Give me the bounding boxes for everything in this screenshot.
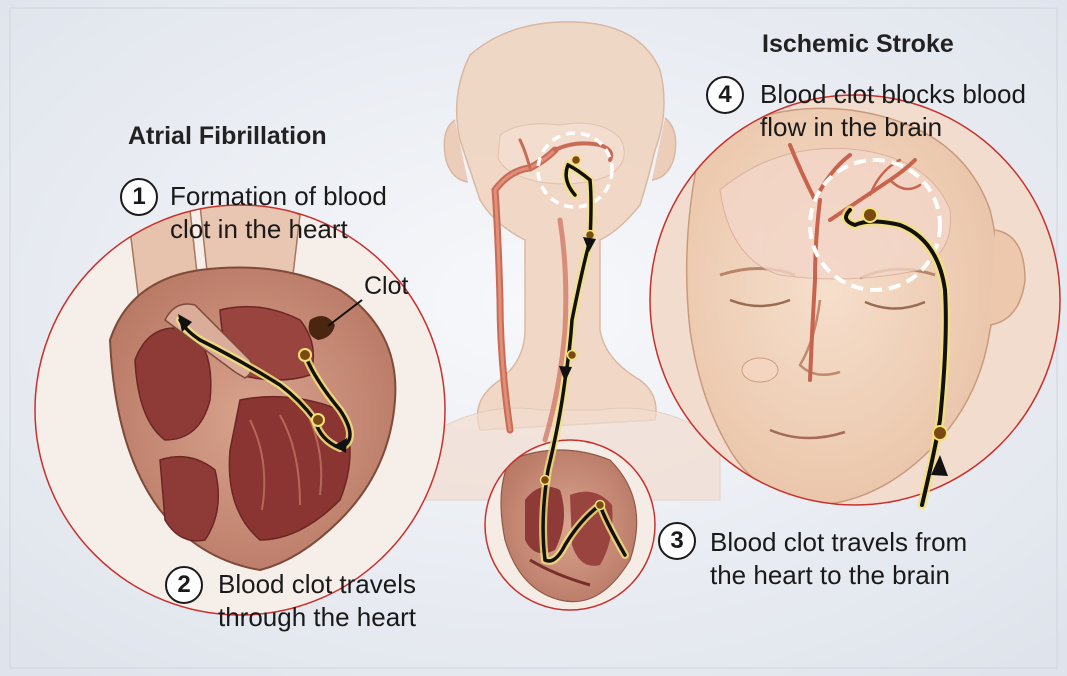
step-2-line-1: Blood clot travels [218,568,416,601]
small-heart-inset [485,440,655,610]
ischemic-stroke-title: Ischemic Stroke [762,30,954,59]
step-2-line-2: through the heart [218,601,416,634]
step-2-caption: Blood clot travels through the heart [218,568,416,634]
step-2-badge: 2 [165,566,203,604]
step-1-badge: 1 [120,178,158,216]
clot-label: Clot [364,272,408,301]
step-1-line-2: clot in the heart [170,213,387,246]
step-1-caption: Formation of blood clot in the heart [170,180,387,246]
step-4-line-2: flow in the brain [760,111,1026,144]
step-3-line-2: the heart to the brain [710,559,967,592]
step-4-caption: Blood clot blocks blood flow in the brai… [760,78,1026,144]
step-3-badge: 3 [658,522,696,560]
atrial-fibrillation-title: Atrial Fibrillation [128,122,327,151]
step-3-line-1: Blood clot travels from [710,526,967,559]
step-4-line-1: Blood clot blocks blood [760,78,1026,111]
step-3-caption: Blood clot travels from the heart to the… [710,526,967,592]
step-4-badge: 4 [706,76,744,114]
step-1-line-1: Formation of blood [170,180,387,213]
